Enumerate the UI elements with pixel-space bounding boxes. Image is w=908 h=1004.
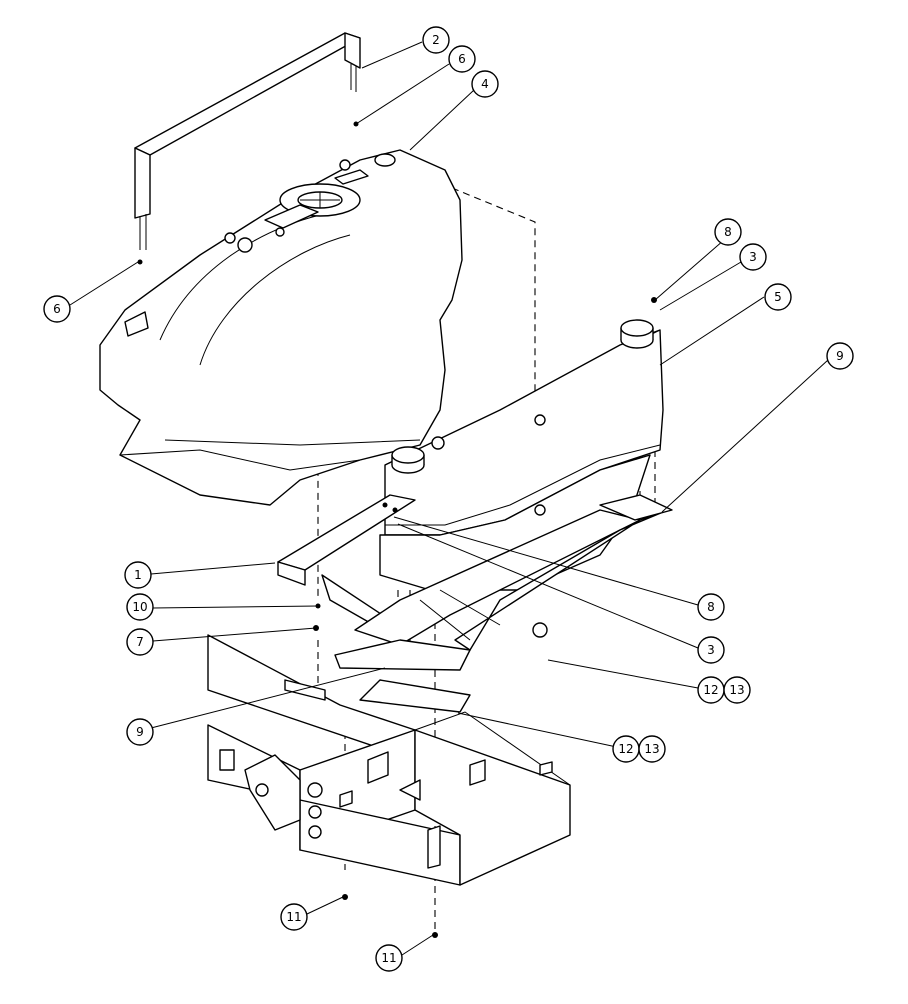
callout-9: 9 [826, 342, 854, 370]
callout-1: 1 [124, 561, 152, 589]
callout-13: 13 [638, 735, 666, 763]
svg-text:5: 5 [774, 290, 782, 304]
svg-text:6: 6 [458, 52, 466, 66]
svg-text:11: 11 [381, 951, 396, 965]
callout-7: 7 [126, 628, 154, 656]
callout-10: 10 [126, 593, 154, 621]
callout-8: 8 [714, 218, 742, 246]
callout-11: 11 [280, 903, 308, 931]
callout-8: 8 [697, 593, 725, 621]
leader-lines [69, 41, 829, 956]
callout-12: 12 [697, 676, 725, 704]
callout-12: 12 [612, 735, 640, 763]
callout-11: 11 [375, 944, 403, 972]
svg-text:1: 1 [134, 568, 142, 582]
callout-13: 13 [723, 676, 751, 704]
callout-6: 6 [43, 295, 71, 323]
callout-3: 3 [739, 243, 767, 271]
svg-text:11: 11 [286, 910, 301, 924]
callout-3: 3 [697, 636, 725, 664]
top-cover-part-4 [99, 149, 463, 506]
callout-4: 4 [471, 70, 499, 98]
svg-text:9: 9 [836, 349, 844, 363]
fasteners [137, 121, 657, 938]
svg-text:7: 7 [136, 635, 144, 649]
svg-text:6: 6 [53, 302, 61, 316]
callout-5: 5 [764, 283, 792, 311]
svg-text:3: 3 [749, 250, 757, 264]
svg-text:9: 9 [136, 725, 144, 739]
svg-text:12: 12 [703, 683, 718, 697]
callout-6: 6 [448, 45, 476, 73]
svg-text:4: 4 [481, 77, 489, 91]
callout-2: 2 [422, 26, 450, 54]
svg-text:13: 13 [729, 683, 744, 697]
bracket-part-2 [134, 32, 361, 250]
svg-text:2: 2 [432, 33, 440, 47]
svg-text:8: 8 [724, 225, 732, 239]
base-tray [207, 634, 571, 886]
svg-text:3: 3 [707, 643, 715, 657]
svg-text:12: 12 [618, 742, 633, 756]
svg-text:13: 13 [644, 742, 659, 756]
frame-part-1 [277, 494, 669, 713]
callout-9: 9 [126, 718, 154, 746]
callouts: 2 6 4 6 8 3 5 9 1 10 7 8 3 12 13 9 12 13… [43, 26, 854, 972]
rail-part-9 [599, 494, 673, 521]
svg-text:8: 8 [707, 600, 715, 614]
svg-text:10: 10 [132, 600, 147, 614]
